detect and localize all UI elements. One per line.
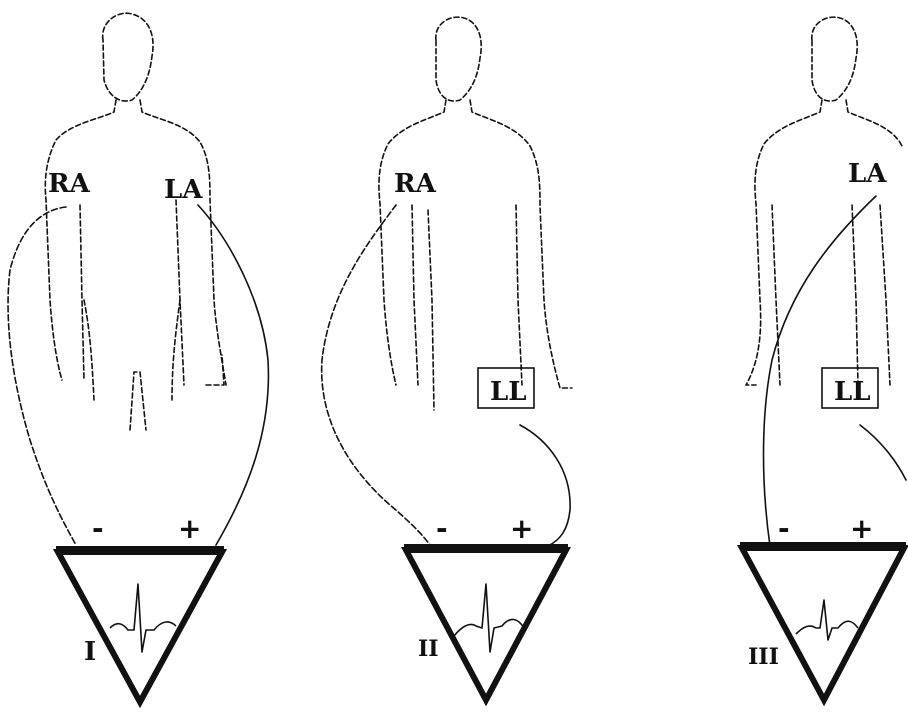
ecg-waveform	[454, 584, 524, 652]
panel-lead-iii: LA LL - + III	[740, 17, 906, 700]
ecg-waveform	[110, 584, 176, 652]
positive-terminal: +	[850, 512, 873, 545]
body-silhouette	[45, 13, 226, 430]
wire-la	[764, 196, 877, 546]
body-silhouette	[379, 17, 572, 410]
negative-terminal: -	[778, 512, 790, 545]
ecg-waveform	[796, 600, 858, 640]
electrode-la: LA	[164, 175, 203, 205]
lead-label-ii: II	[418, 636, 439, 662]
panel-lead-i: RA LA - + I	[8, 13, 268, 702]
electrode-ll: LL	[490, 377, 527, 407]
electrode-la: LA	[848, 159, 887, 189]
wire-la	[198, 205, 268, 545]
lead-label-i: I	[84, 637, 96, 667]
lead-label-iii: III	[748, 644, 779, 670]
electrode-ll: LL	[834, 377, 871, 407]
positive-terminal: +	[510, 512, 533, 545]
negative-terminal: -	[92, 512, 104, 545]
body-silhouette	[746, 17, 902, 385]
panel-lead-ii: RA LL - + II	[322, 17, 572, 700]
positive-terminal: +	[178, 512, 201, 545]
wire-ra	[8, 207, 76, 545]
electrode-ra: RA	[48, 169, 91, 199]
lead-triangle	[742, 548, 904, 700]
wire-ll	[860, 425, 906, 480]
electrode-ra: RA	[394, 169, 437, 199]
lead-triangle	[406, 550, 566, 700]
negative-terminal: -	[436, 512, 448, 545]
